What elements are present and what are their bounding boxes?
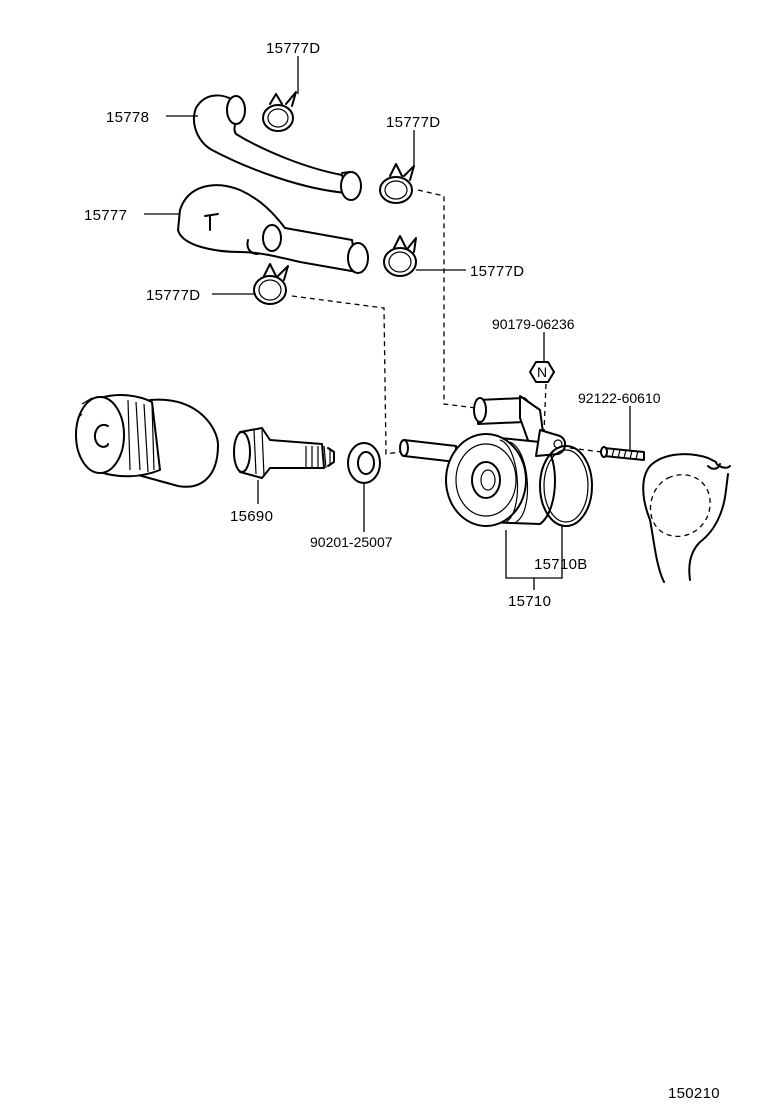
- mounting-bracket: [642, 453, 731, 583]
- hose-clamp-right-upper[interactable]: [379, 163, 415, 204]
- hose-lower-15777[interactable]: [177, 184, 369, 274]
- cooler-o-ring[interactable]: [539, 445, 593, 527]
- label-hose-upper: 15778: [106, 109, 149, 126]
- drawing-number: 150210: [668, 1085, 720, 1102]
- part-labels: 15777D 15778 15777D 15777 15777D 15777D …: [84, 40, 720, 1102]
- leader-lines: [144, 56, 631, 590]
- oil-filter[interactable]: [75, 394, 219, 488]
- label-stud: 92122-60610: [578, 390, 661, 406]
- nut-symbol: N: [537, 364, 547, 380]
- label-hose-lower: 15777: [84, 207, 127, 224]
- union-bolt[interactable]: [233, 427, 335, 479]
- label-clamp-left-lower: 15777D: [146, 287, 200, 304]
- nut[interactable]: N: [529, 361, 555, 383]
- copper-gasket[interactable]: [347, 442, 381, 484]
- label-clamp-right-lower: 15777D: [470, 263, 524, 280]
- stud-bolt[interactable]: [600, 446, 645, 461]
- label-gasket: 90201-25007: [310, 534, 393, 550]
- hose-clamp-top[interactable]: [262, 91, 297, 132]
- hose-upper-15778[interactable]: [193, 94, 362, 201]
- oil-cooler[interactable]: [399, 395, 566, 527]
- label-clamp-top: 15777D: [266, 40, 320, 57]
- label-cooler-gasket: 15710B: [534, 556, 588, 573]
- alignment-lines: [291, 189, 603, 455]
- hose-clamp-left-lower[interactable]: [253, 263, 289, 305]
- hose-clamp-right-lower[interactable]: [383, 235, 417, 277]
- label-clamp-right-upper: 15777D: [386, 114, 440, 131]
- label-oil-cooler: 15710: [508, 593, 551, 610]
- label-nut: 90179-06236: [492, 316, 575, 332]
- label-union-bolt: 15690: [230, 508, 273, 525]
